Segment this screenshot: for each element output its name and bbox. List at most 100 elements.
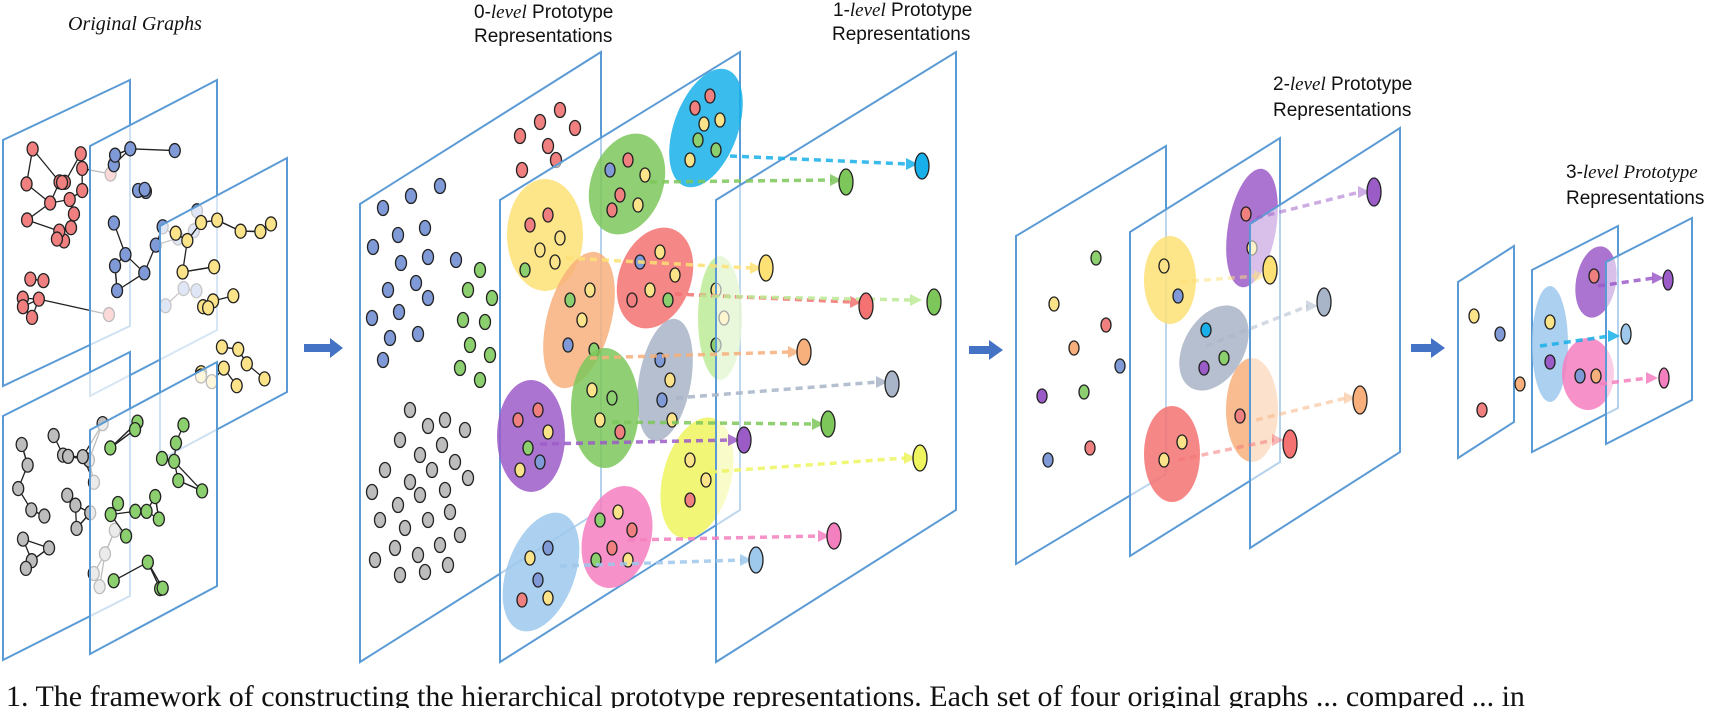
node xyxy=(689,100,701,116)
node xyxy=(70,520,83,537)
node xyxy=(240,356,253,372)
node xyxy=(63,191,76,208)
node xyxy=(393,566,407,584)
level1-nodes xyxy=(736,152,942,574)
node xyxy=(684,152,696,168)
node xyxy=(656,392,668,408)
arrow-head xyxy=(1652,272,1664,284)
node xyxy=(522,440,534,456)
node xyxy=(227,288,240,304)
node xyxy=(156,580,169,596)
projection-arrow xyxy=(539,434,740,446)
node xyxy=(168,142,181,159)
node xyxy=(24,271,37,287)
node xyxy=(758,254,774,282)
node xyxy=(435,436,449,454)
node xyxy=(564,292,576,308)
node xyxy=(16,531,30,547)
node xyxy=(404,187,418,205)
stage-arrow-3 xyxy=(1411,338,1445,358)
node xyxy=(448,453,462,471)
node xyxy=(478,313,492,331)
node xyxy=(534,242,546,258)
node xyxy=(912,444,928,472)
node xyxy=(47,427,60,444)
node xyxy=(50,231,64,247)
arrow-line xyxy=(729,154,909,166)
prototype-cluster xyxy=(616,227,694,329)
node xyxy=(1514,376,1526,392)
node xyxy=(108,147,122,163)
node xyxy=(461,469,475,487)
node xyxy=(1068,340,1080,356)
node xyxy=(421,511,435,529)
node xyxy=(473,371,487,389)
node xyxy=(1200,322,1212,338)
node xyxy=(392,303,406,321)
node xyxy=(365,483,379,501)
cluster-blob xyxy=(1144,236,1196,324)
arrow-line xyxy=(649,178,833,184)
level3-group: 3-level Prototype Representations xyxy=(1457,162,1704,460)
node xyxy=(684,492,696,508)
node xyxy=(532,572,544,588)
projection-arrow xyxy=(1599,372,1658,386)
node xyxy=(425,461,439,479)
level1-group: 1-level Prototype Representations xyxy=(539,0,972,664)
node xyxy=(64,220,78,236)
node xyxy=(20,212,34,228)
projection-arrow xyxy=(565,256,762,274)
node xyxy=(606,202,618,218)
node xyxy=(44,195,57,211)
original-graphs-group: Original Graphs xyxy=(2,13,288,662)
node xyxy=(533,113,547,131)
node xyxy=(381,281,395,299)
node xyxy=(421,248,435,266)
projection-arrow xyxy=(589,346,800,360)
node xyxy=(586,382,598,398)
node xyxy=(413,486,427,504)
node xyxy=(365,309,379,327)
arrow-line xyxy=(627,534,821,542)
node xyxy=(483,346,497,364)
node xyxy=(1662,269,1674,291)
arrow-line xyxy=(1255,190,1361,220)
projection-arrow xyxy=(627,530,830,542)
level3-nodes xyxy=(1468,308,1526,418)
arrow-line xyxy=(1179,274,1257,284)
arrow-head xyxy=(830,174,842,186)
arrow-head xyxy=(1358,186,1370,198)
edge xyxy=(32,148,61,183)
prototype-cluster xyxy=(1144,406,1200,502)
node xyxy=(217,360,230,376)
node xyxy=(858,292,874,320)
node xyxy=(1048,296,1060,312)
node xyxy=(215,339,229,355)
node xyxy=(604,162,616,178)
node xyxy=(264,216,278,232)
node xyxy=(388,539,402,557)
arrow-head xyxy=(1646,372,1658,384)
node xyxy=(1176,434,1188,450)
arrow-line xyxy=(589,350,791,360)
node xyxy=(513,127,527,145)
level1-label-line1: 1-level Prototype xyxy=(833,0,972,21)
level2-label-line2: Representations xyxy=(1273,100,1411,121)
arrow-line xyxy=(1597,276,1655,288)
node xyxy=(107,573,120,589)
node xyxy=(614,187,626,203)
prototype-cluster xyxy=(669,68,743,188)
node xyxy=(194,214,208,231)
node xyxy=(1468,308,1480,324)
prototype-cluster xyxy=(588,133,666,235)
node xyxy=(138,181,151,197)
node xyxy=(700,472,712,488)
node xyxy=(568,119,582,137)
node xyxy=(594,412,606,428)
node xyxy=(124,141,137,157)
node xyxy=(626,522,638,538)
node xyxy=(409,274,423,292)
projection-arrow xyxy=(709,452,916,474)
node xyxy=(25,309,39,326)
node xyxy=(516,592,528,608)
